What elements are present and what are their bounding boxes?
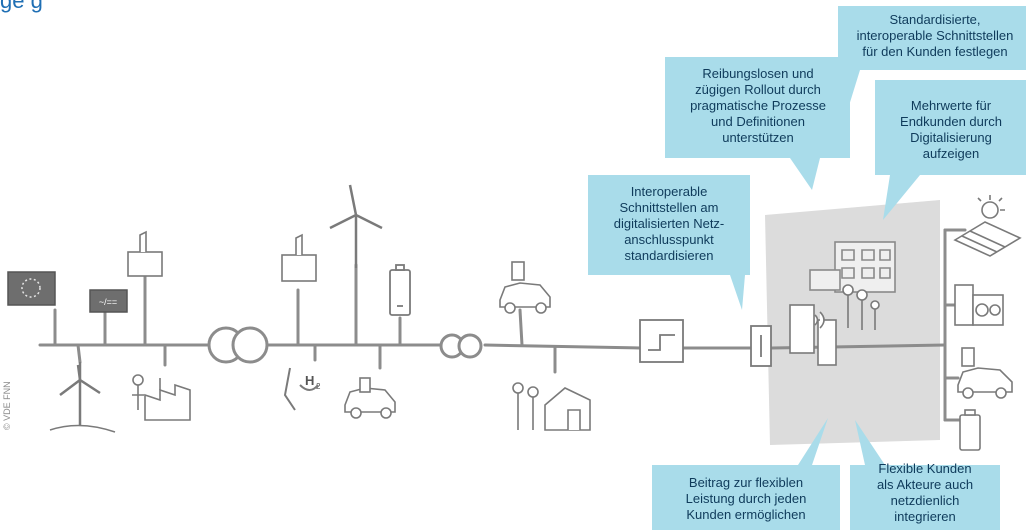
callout-shapes [588, 6, 1026, 530]
hydrogen-icon: H 2 [283, 367, 321, 411]
callout-bubble-schnittstellen [838, 6, 1026, 125]
callout-line: netzdienlich [890, 493, 960, 508]
callout-line: integrieren [894, 509, 956, 524]
power-plant-icon-2 [281, 233, 317, 282]
callout-line: Mehrwerte für [910, 98, 992, 113]
callout-line: Interoperable [630, 184, 708, 199]
wind-turbine-down-icon [49, 362, 116, 433]
callout-bubble-mehrwerte [875, 80, 1026, 220]
callout-line: zügigen Rollout durch [695, 82, 821, 97]
home-battery-icon [959, 409, 981, 451]
callout-bubble-leistung [652, 418, 840, 530]
hydrogen-subscript: 2 [316, 382, 321, 391]
solar-panel-icon [953, 195, 1022, 257]
callout-line: aufzeigen [922, 146, 980, 161]
callout-line: für den Kunden festlegen [862, 44, 1008, 59]
callout-bubble-rollout [665, 57, 850, 190]
ev-charger-icon [499, 261, 551, 314]
callout-line: anschlusspunkt [624, 232, 714, 247]
callout-line: digitalisierten Netz- [613, 216, 725, 231]
transformer-large [207, 326, 269, 364]
callout-bubble-netzanschluss [588, 175, 750, 310]
wind-turbine-icon [329, 184, 383, 268]
grid-node-icon [639, 319, 684, 363]
callout-line: Reibungslosen und [702, 66, 814, 81]
building-icon [809, 241, 896, 293]
converter-label: ~/== [99, 297, 117, 307]
callout-line: Flexible Kunden [878, 461, 972, 476]
callout-netzanschluss: Interoperable Schnittstellen am digitali… [590, 184, 748, 264]
power-plant-icon [127, 230, 163, 277]
eu-flag-icon [7, 271, 56, 306]
callout-line: Endkunden durch [900, 114, 1002, 129]
callout-line: Schnittstellen am [619, 200, 719, 215]
converter-icon: ~/== [89, 289, 128, 313]
ev-car-icon [344, 377, 396, 419]
transformer-small [439, 333, 483, 359]
battery-icon [389, 264, 411, 316]
callout-line: standardisieren [624, 248, 714, 263]
callout-line: Kunden ermöglichen [686, 507, 806, 522]
family-icon [842, 284, 880, 330]
home-ev-icon [957, 347, 1013, 399]
callout-line: unterstützen [722, 130, 794, 145]
hydrogen-label: H [305, 373, 314, 388]
family-house-icon [512, 382, 591, 431]
callout-line: als Akteure auch [876, 477, 974, 492]
callout-mehrwerte: Mehrwerte für Endkunden durch Digitalisi… [878, 98, 1024, 162]
callout-bubble-kunden [850, 420, 1000, 530]
callout-line: Digitalisierung [910, 130, 992, 145]
smart-meter-icon [789, 304, 837, 366]
callout-line: Standardisierte, [889, 12, 981, 27]
house-background [765, 200, 940, 445]
connection-point-icon [750, 325, 772, 367]
callout-flexible-kunden: Flexible Kunden als Akteure auch netzdie… [852, 461, 998, 525]
factory-icon [132, 374, 191, 421]
callout-line: pragmatische Prozesse [690, 98, 826, 113]
callout-line: Beitrag zur flexiblen [688, 475, 804, 490]
callout-flexible-leistung: Beitrag zur flexiblen Leistung durch jed… [655, 475, 837, 523]
callout-schnittstellen-kunden: Standardisierte, interoperable Schnittst… [845, 12, 1025, 60]
callout-line: interoperable Schnittstellen [856, 28, 1014, 43]
callout-line: Leistung durch jeden [685, 491, 807, 506]
page-title: ge g [0, 0, 43, 13]
callout-rollout: Reibungslosen und zügigen Rollout durch … [668, 66, 848, 146]
heat-pump-icon [954, 284, 1004, 326]
callout-line: und Definitionen [711, 114, 805, 129]
